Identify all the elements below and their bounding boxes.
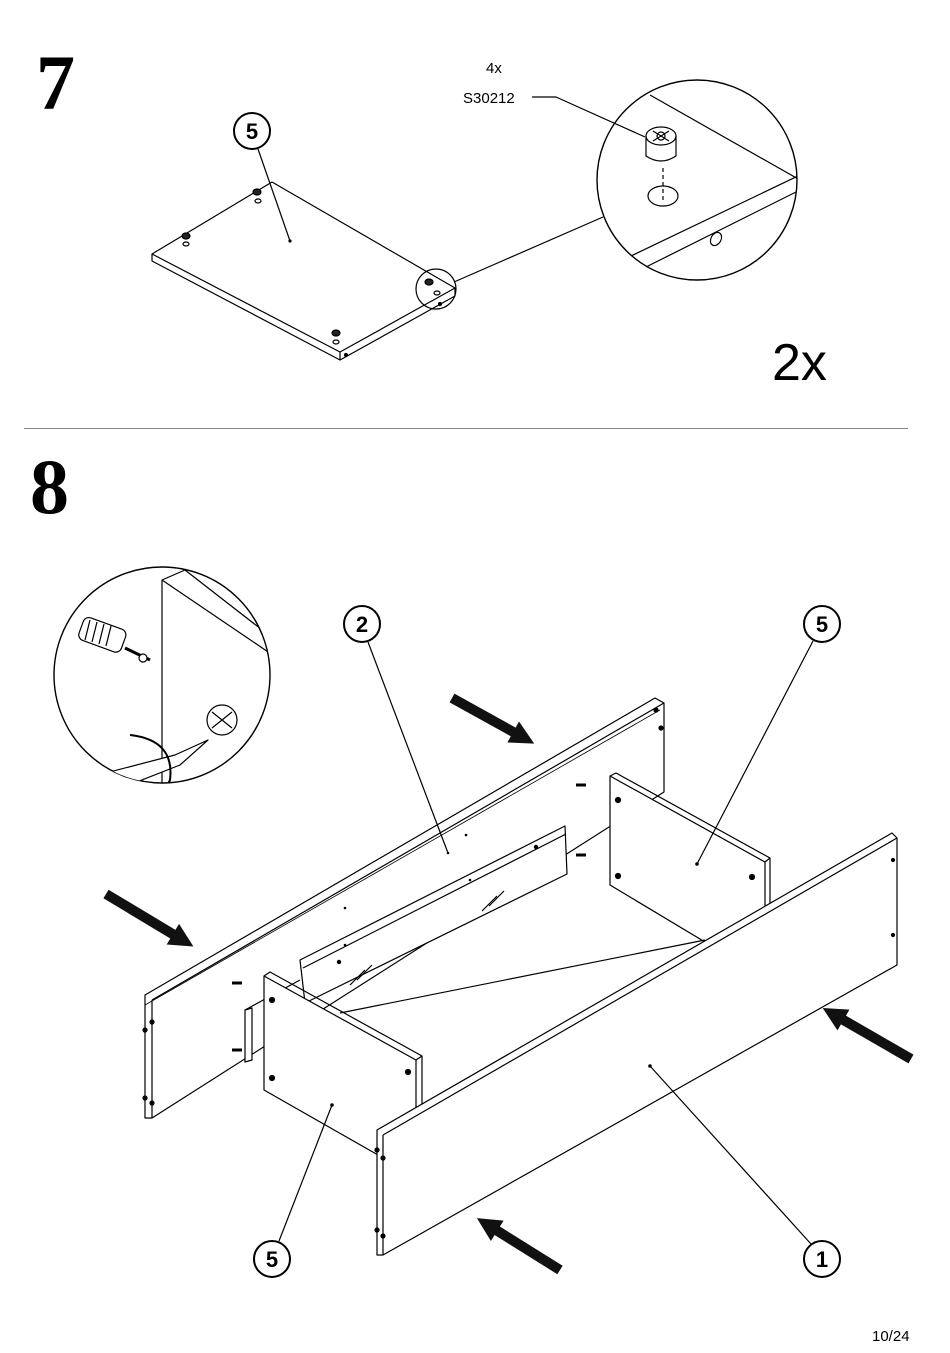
arrow-icon xyxy=(446,688,540,755)
callout-2-label: 2 xyxy=(356,612,368,637)
arrow-icon xyxy=(817,998,917,1070)
arrow-icon xyxy=(100,884,200,957)
callout-5-right-label: 5 xyxy=(816,612,828,637)
cam-fitting-icon xyxy=(646,127,676,161)
step7-panel-5 xyxy=(152,182,603,360)
callout-part-5-right xyxy=(697,606,840,864)
callout-5-label: 5 xyxy=(246,119,258,144)
callout-1-label: 1 xyxy=(816,1247,828,1272)
callout-5-left-label: 5 xyxy=(266,1247,278,1272)
detail-screwdriver xyxy=(40,567,280,833)
detail-cam-lock xyxy=(532,80,800,310)
callout-part-1 xyxy=(650,1066,840,1277)
arrow-icon xyxy=(471,1208,567,1280)
callout-part-2 xyxy=(344,606,448,853)
